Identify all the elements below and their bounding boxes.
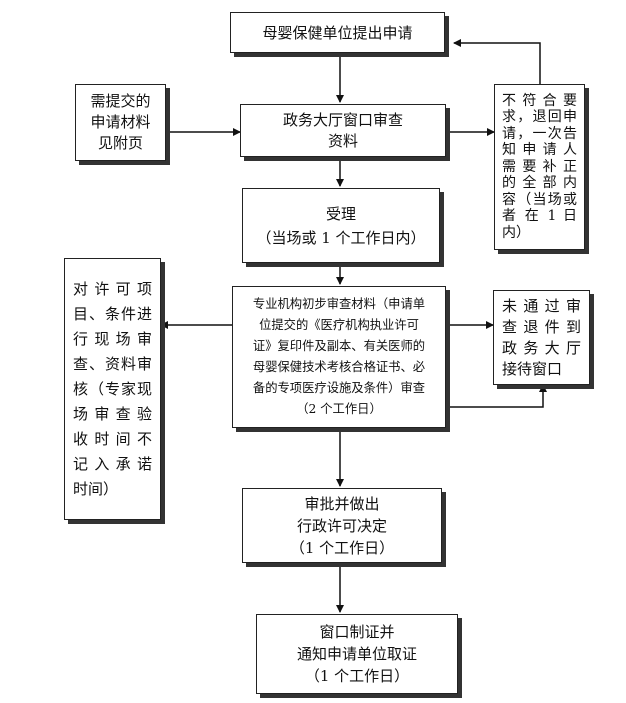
site-inspection-line: 对 许 可 项 [73,279,152,298]
expert-review-line: 母婴保健技术考核合格证书、必 [252,360,426,374]
expert-review-line: 专业机构初步审查材料（申请单 [252,297,426,311]
arrow-return-to-apply [453,39,541,84]
site-inspection-line: 目、条件进 [73,304,152,323]
apply-line: 母婴保健单位提出申请 [262,23,413,42]
site-inspection-line: 收 时 间 不 [73,429,152,448]
return-notice-line: 不 符 合 要 [502,92,577,109]
return-notice-box: 不 符 合 要 求，退回申 请，一次告 知 申 请 人 需 要 补 正 的 全 … [494,84,585,250]
materials-line: 见附页 [97,134,143,152]
issue-line: （1 个工作日） [304,667,410,685]
approve-box: 审批并做出 行政许可决定 （1 个工作日） [242,488,442,563]
site-inspection-box: 对 许 可 项 目、条件进 行 现 场 审 查、资料审 核（专家现 场 审 查 … [64,258,161,520]
accept-line: 受理 [325,204,356,223]
fail-return-box: 未 通 过 审 查 退 件 到 政 务 大 厅 接待窗口 [493,290,590,385]
return-notice-line: 请，一次告 [502,125,577,142]
site-inspection-line: 查、资料审 [73,354,152,373]
return-notice-line: 内） [502,224,530,241]
approve-line: （1 个工作日） [289,538,395,557]
expert-review-line: 位提交的《医疗机构执业许可 [259,318,419,332]
return-notice-line: 者 在 1 日 [502,208,577,225]
window-review-line: 政务大厅窗口审查 [282,110,403,129]
materials-box: 需提交的 申请材料 见附页 [75,84,166,161]
approve-line: 审批并做出 [304,494,380,513]
arrow-fail-return-link [446,384,547,408]
expert-review-line: 备的专项医疗设施及条件）审查 [252,381,426,395]
fail-return-line: 未 通 过 审 [502,296,581,315]
fail-return-line: 接待窗口 [502,359,563,378]
site-inspection-line: 行 现 场 审 [73,329,152,348]
return-notice-line: 容（当场或 [502,191,577,208]
materials-line: 申请材料 [90,113,151,131]
fail-return-line: 政 务 大 厅 [502,338,581,357]
window-review-line: 资料 [327,131,358,150]
accept-line: （当场或 1 个工作日内） [256,228,426,247]
return-notice-line: 求，退回申 [502,109,577,126]
issue-box: 窗口制证并 通知申请单位取证 （1 个工作日） [256,614,458,694]
site-inspection-line: 场 审 查 验 [73,404,152,423]
return-notice-line: 的 全 部 内 [502,175,577,192]
site-inspection-line: 核（专家现 [73,379,152,398]
materials-line: 需提交的 [90,92,151,110]
apply-box: 母婴保健单位提出申请 [230,12,445,53]
expert-review-line: 证》复印件及副本、有关医师的 [252,339,426,353]
site-inspection-line: 记 入 承 诺 [73,454,152,473]
return-notice-line: 知 申 请 人 [502,142,577,159]
approve-line: 行政许可决定 [296,516,387,535]
issue-line: 通知申请单位取证 [296,645,417,663]
expert-review-box: 专业机构初步审查材料（申请单 位提交的《医疗机构执业许可 证》复印件及副本、有关… [232,286,446,428]
issue-line: 窗口制证并 [319,623,395,641]
fail-return-line: 查 退 件 到 [502,317,581,336]
accept-box: 受理 （当场或 1 个工作日内） [242,188,440,263]
return-notice-line: 需 要 补 正 [502,158,577,175]
expert-review-line: （2 个工作日） [296,402,382,416]
window-review-box: 政务大厅窗口审查 资料 [240,104,446,157]
site-inspection-line: 时间） [73,479,119,498]
